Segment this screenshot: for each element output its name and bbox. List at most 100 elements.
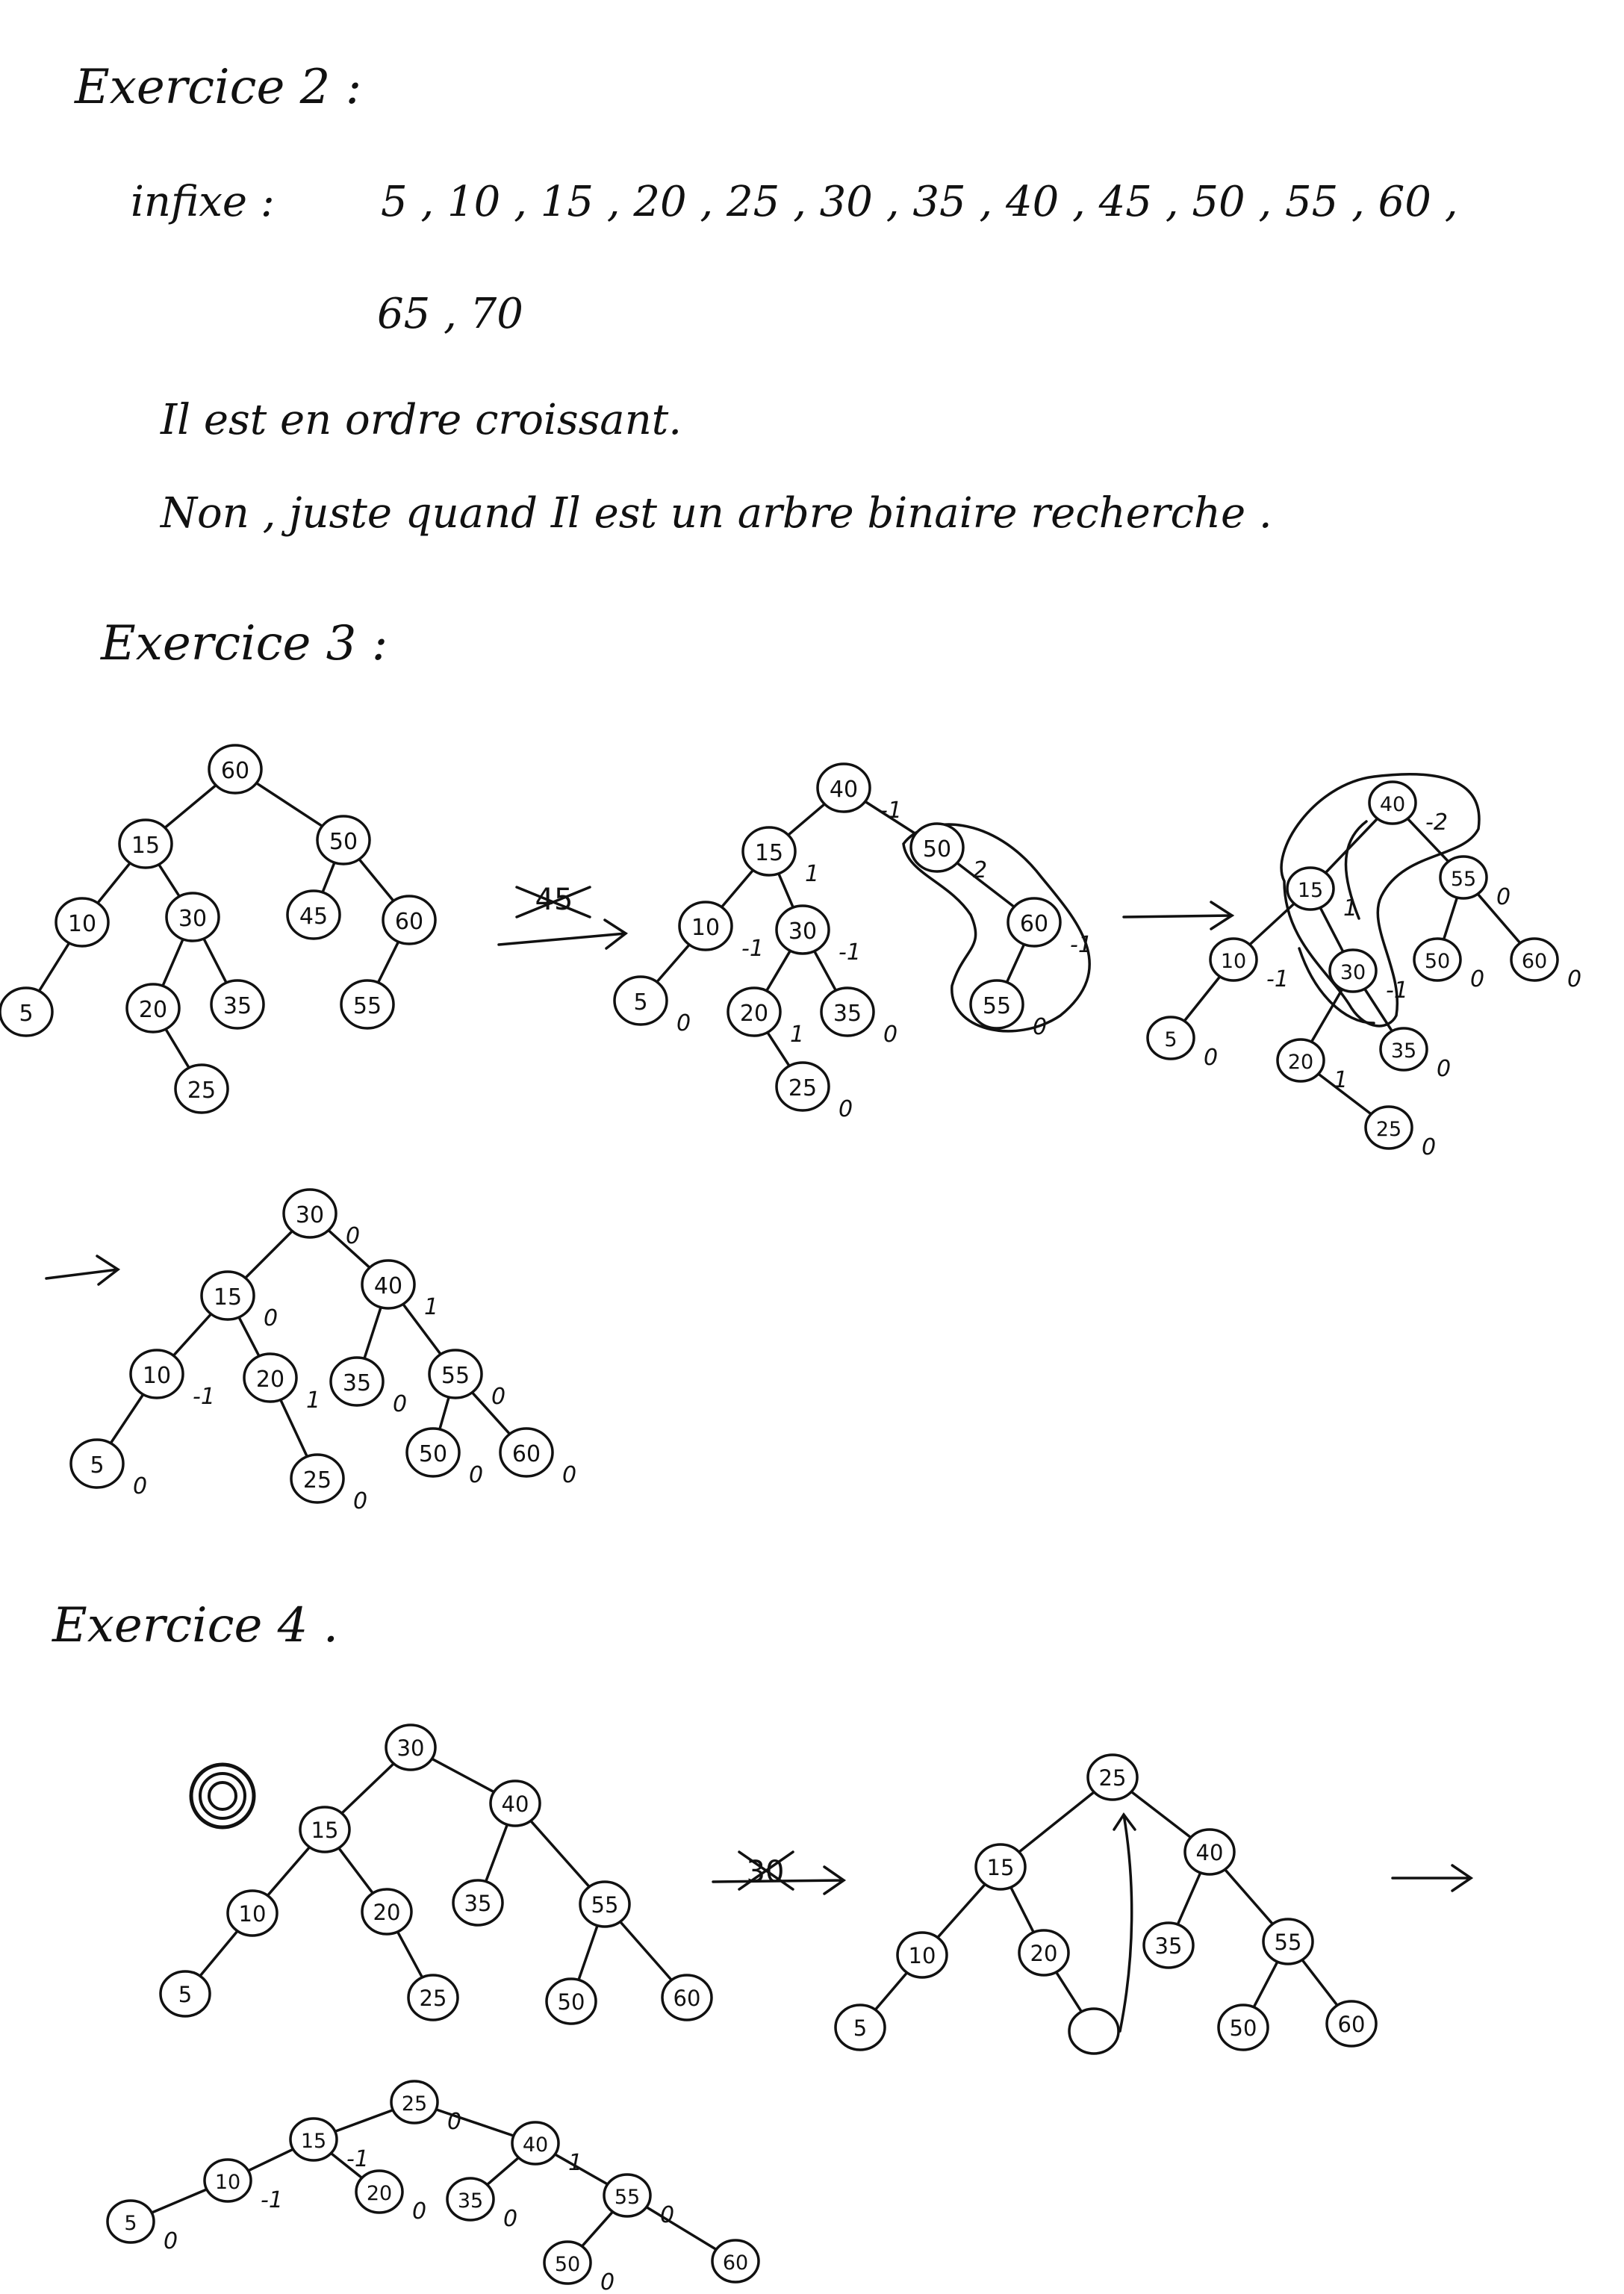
exercise4-tree3-balance-factor: 0: [412, 2198, 426, 2225]
exercise4-tree2-edge: [1129, 1789, 1193, 1840]
exercise3-tree2-balance-factor: 2: [973, 857, 987, 883]
exercise4-tree1-node-key: 20: [373, 1900, 401, 1925]
exercise3-tree3-edge: [1323, 816, 1380, 875]
infix-label: infixe :: [131, 178, 275, 226]
exercise3-tree3-balance-factor: -1: [1266, 966, 1289, 992]
exercise3-tree4-balance-factor: 0: [562, 1462, 576, 1488]
exercise3-tree4-edge: [279, 1398, 309, 1458]
exercise3-tree3-balance-factor: 0: [1470, 966, 1484, 992]
exercise3-tree3-balance-factor: 1: [1334, 1067, 1348, 1093]
exercise3-tree2-balance-factor: -1: [741, 936, 764, 962]
exercise4-tree3-node-key: 10: [215, 2171, 240, 2194]
exercise4-tree2-node-key: 60: [1338, 2012, 1366, 2037]
exercise3-tree2-edge: [777, 871, 795, 910]
exercise3-tree4-edge: [438, 1396, 450, 1431]
exercise4-tree2-edge: [1252, 1959, 1279, 2009]
exercise3-tree3-edge: [1405, 816, 1451, 864]
exercise3-tree4-edge: [363, 1305, 382, 1361]
exercise3-tree3-node: [1286, 866, 1335, 911]
exercise4-tree3-edge: [644, 2204, 719, 2252]
exercise4-tree1-node: [159, 1970, 211, 2018]
exercise3-tree3-edge: [1316, 1072, 1374, 1116]
exercise3-tree1-node-key: 20: [139, 997, 167, 1023]
exercise4-tree3-node-key: 40: [523, 2133, 548, 2157]
exercise3-tree4-node-key: 5: [90, 1452, 104, 1479]
exercise3-title: Exercice 3 :: [101, 616, 388, 671]
exercise3-tree1-node: [316, 815, 371, 865]
infix-values: 5 , 10 , 15 , 20 , 25 , 30 , 35 , 40 , 4…: [381, 178, 1458, 226]
exercise3-tree2-node-key: 10: [691, 915, 720, 941]
exercise4-tree2-node: [896, 1931, 948, 1979]
exercise4-tree1-edge: [265, 1844, 312, 1898]
exercise4-tree3-node-key: 60: [723, 2251, 748, 2275]
exercise3-tree3-node-key: 5: [1164, 1028, 1177, 1051]
exercise3-tree4-edge: [237, 1315, 261, 1358]
exercise4-title: Exercice 4 .: [52, 1598, 339, 1653]
exercise3-tree2-balance-factor: 0: [883, 1022, 897, 1048]
exercise3-tree3-balance-factor: 0: [1422, 1134, 1436, 1160]
exercise4-tree3-node-key: 35: [458, 2189, 483, 2213]
exercise3-tree3-node-key: 35: [1391, 1039, 1416, 1063]
exercise3-tree1-node-key: 60: [221, 758, 249, 784]
exercise3-tree4-node-key: 30: [296, 1202, 324, 1228]
exercise4-tree2-edge: [936, 1882, 987, 1940]
exercise3-tree4-node: [129, 1349, 184, 1399]
exercise3-tree1-node-key: 60: [395, 909, 423, 935]
exercise3-tree2-node-key: 20: [740, 1001, 768, 1027]
exercise3-tree4-node-key: 40: [374, 1273, 402, 1299]
exercise4-tree1-node-key: 10: [239, 1901, 267, 1927]
exercise4-tree2-node: [1217, 2004, 1269, 2051]
exercise3-tree2-balance-factor: -1: [1070, 932, 1092, 958]
exercise3-tree3-node-key: 25: [1376, 1118, 1401, 1141]
exercise3-tree2-node: [969, 979, 1024, 1030]
exercise3-tree3-balance-factor: 0: [1496, 884, 1511, 910]
exercise3-tree4-balance-factor: 0: [393, 1391, 407, 1417]
exercise4-tree3-balance-factor: 0: [600, 2269, 615, 2294]
exercise3-tree3-node-key: 55: [1451, 868, 1476, 891]
exercise3-tree4-edge: [326, 1228, 373, 1270]
exercise3-tree1-edge: [96, 861, 132, 905]
exercise3-tree1-node: [118, 818, 173, 869]
exercise4-tree2-node-key: 20: [1030, 1941, 1058, 1966]
exercise4-tree3-balance-factor: -1: [346, 2146, 369, 2172]
infix-values-continued: 65 , 70: [377, 290, 523, 338]
exercise3-tree2-node-key: 60: [1020, 911, 1048, 937]
exercise3-tree1-node-key: 25: [187, 1078, 216, 1104]
exercise3-tree4-balance-factor: 0: [346, 1223, 360, 1249]
exercise4-tree1-node-key: 55: [591, 1892, 619, 1918]
exercise4-tree3-balance-factor: -1: [261, 2187, 283, 2213]
exercise3-tree1-edge: [202, 936, 228, 985]
exercise3-tree1-node: [208, 744, 263, 795]
exercise3-tree2-node: [909, 822, 965, 873]
exercise3-tree4-balance-factor: -1: [193, 1384, 215, 1410]
exercise3-tree4-node: [243, 1352, 298, 1403]
exercise4-tree3-edge: [579, 2210, 615, 2248]
exercise4-tree3-node-key: 20: [367, 2182, 392, 2205]
exercise2-title: Exercice 2 :: [75, 60, 362, 115]
exercise3-tree2-edge: [655, 942, 691, 984]
exercise4-tree1-node: [226, 1889, 279, 1937]
exercise4-tree2-edge: [1300, 1957, 1340, 2008]
exercise4-tree3-edge: [149, 2187, 210, 2215]
exercise3-tree3-node: [1209, 937, 1258, 982]
exercise4-tree1-node-key: 25: [420, 1986, 447, 2011]
exercise3-tree1-node: [55, 897, 110, 948]
exercise3-tree2-balance-factor: -1: [839, 939, 861, 966]
deleted-key-ex4: 30: [747, 1855, 785, 1889]
exercise3-tree2-node: [820, 986, 875, 1037]
exercise3-tree4-balance-factor: 1: [306, 1387, 320, 1414]
exercise3-tree1-edge: [254, 780, 325, 829]
exercise3-tree2-edge: [954, 860, 1017, 910]
exercise3-tree1-node-key: 45: [299, 904, 328, 930]
exercise3-tree4-node-key: 55: [441, 1363, 470, 1389]
exercise3-tree2-node-key: 30: [788, 918, 817, 945]
exercise3-tree1-edge: [321, 860, 336, 895]
exercise4-tree3-node-key: 50: [555, 2253, 580, 2276]
exercise3-tree2-node: [613, 975, 668, 1026]
exercise4-tree3-node: [446, 2177, 495, 2222]
exercise3-tree2-balance-factor: 0: [839, 1096, 853, 1122]
exercise4-tree2-node: [1262, 1918, 1314, 1965]
exercise3-tree1-node: [0, 986, 54, 1037]
exercise3-tree3-node-key: 20: [1288, 1051, 1313, 1074]
